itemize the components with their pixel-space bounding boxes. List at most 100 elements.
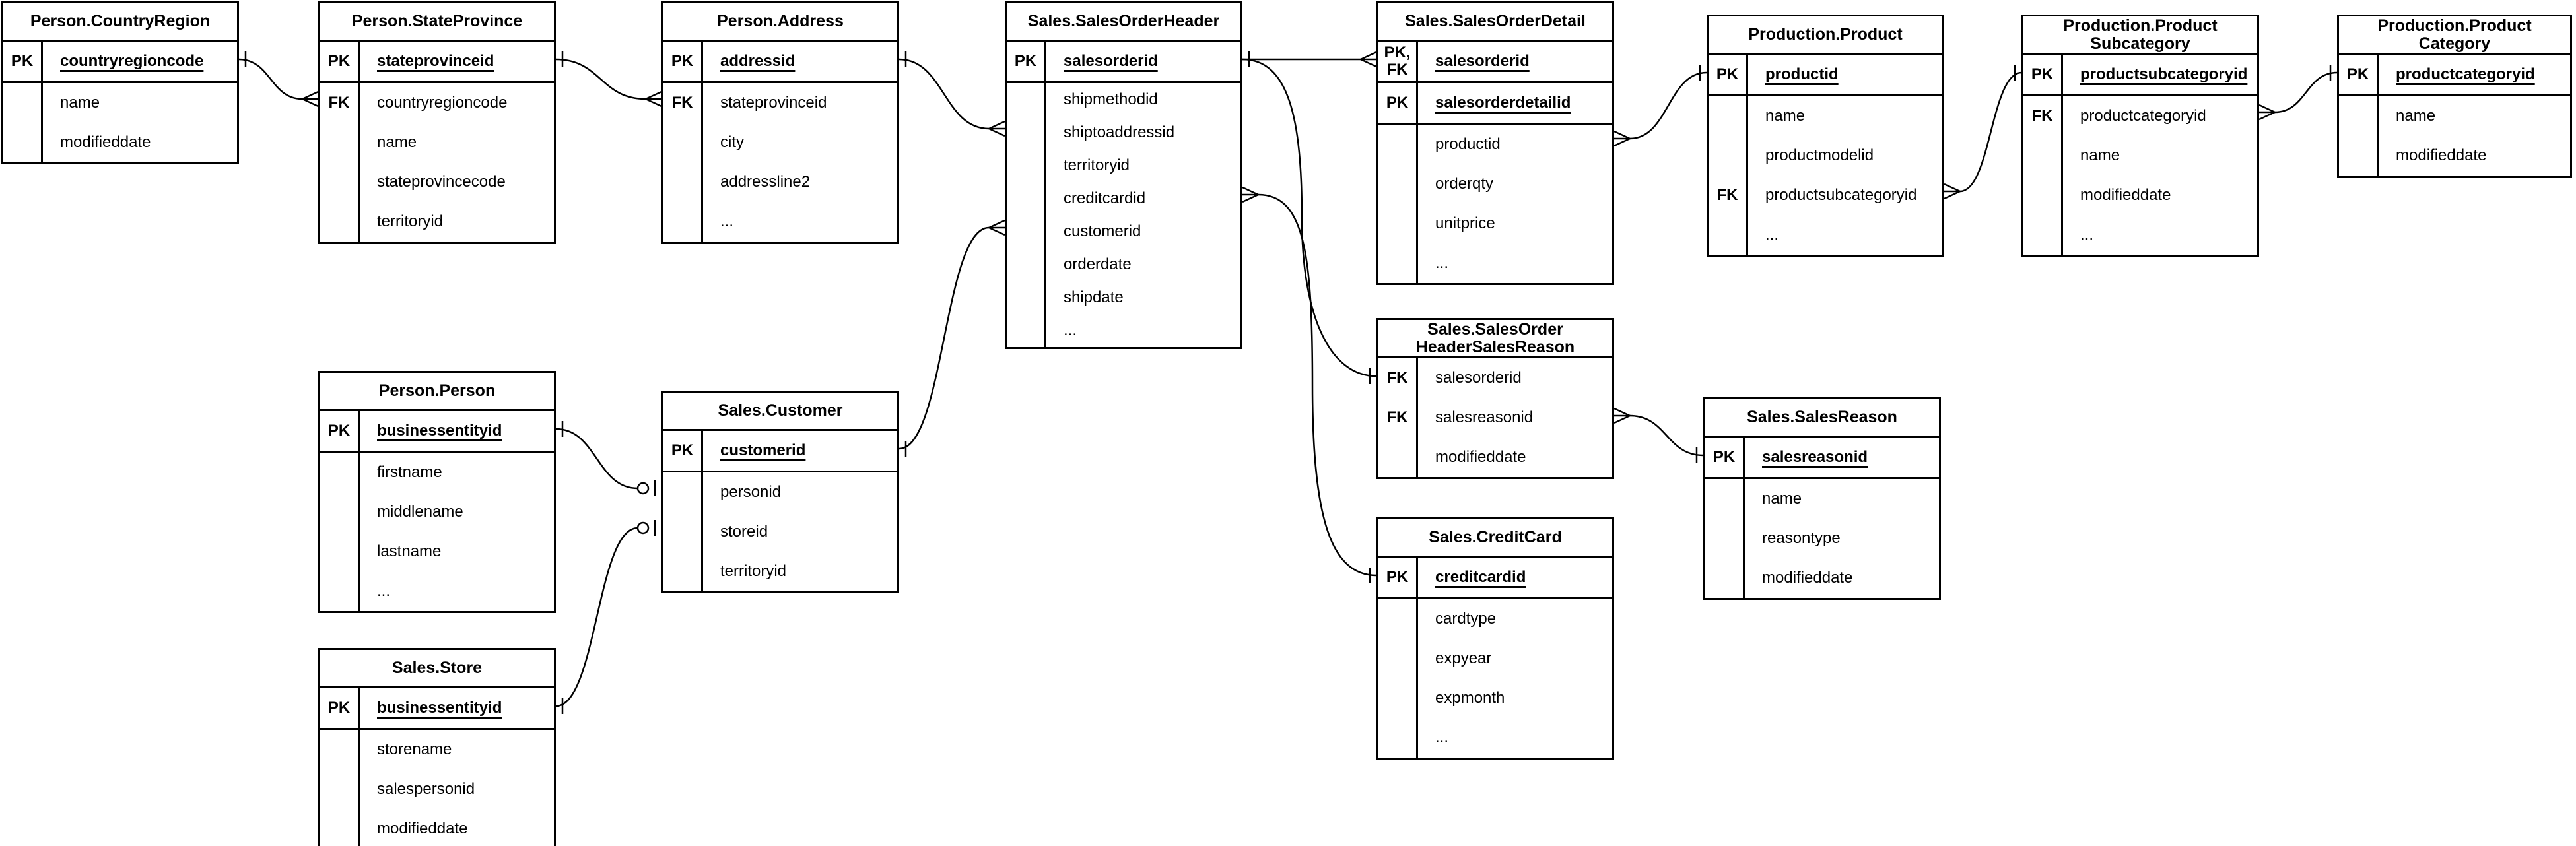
entity-title: Sales.Customer [663, 393, 897, 431]
field-label-productcategoryid: productcategoryid [2396, 65, 2535, 83]
field-label-shiptoaddressid: shiptoaddressid [1064, 123, 1175, 141]
field-label-modifieddate: modifieddate [377, 820, 468, 837]
key-label: FK [1386, 369, 1408, 387]
key-label [320, 730, 358, 769]
field-label-customerid: customerid [720, 441, 806, 459]
field-column: salesorderdetailid [1418, 83, 1612, 123]
field-label-modifieddate: modifieddate [1435, 448, 1526, 466]
key-column: FK [320, 83, 360, 242]
key-label: PK, FK [1384, 44, 1411, 79]
field-column: storename salespersonid modifieddate [360, 730, 554, 846]
entity-section: PK customerid [663, 431, 897, 472]
field-label-productid: productid [1765, 65, 1839, 83]
relationship-stateprovince-address [555, 51, 662, 108]
key-label [663, 472, 701, 512]
relationship-salesorderheader-creditcard [1242, 186, 1377, 583]
key-label [2023, 215, 2061, 255]
key-label [663, 162, 701, 202]
field-column: productsubcategoryid [2063, 55, 2257, 94]
field-label-expmonth: expmonth [1435, 689, 1505, 707]
key-column [1705, 479, 1745, 598]
key-label [1705, 558, 1743, 598]
entity-section: PK, FK salesorderid [1378, 42, 1612, 83]
key-label: FK [1716, 186, 1738, 204]
relationship-store-customer [555, 520, 656, 714]
field-label-shipdate: shipdate [1064, 288, 1124, 306]
key-label: PK [1386, 568, 1409, 586]
field-label-unitprice: unitprice [1435, 214, 1495, 232]
key-column [320, 730, 360, 846]
key-column [1378, 599, 1418, 758]
key-label [1709, 215, 1746, 255]
key-label [1709, 96, 1746, 136]
key-column: PK [1709, 55, 1748, 94]
entity-title: Production.Product [1709, 16, 1942, 55]
field-label-firstname: firstname [377, 463, 442, 481]
entity-section: PK addressid [663, 42, 897, 83]
entity-title: Production.Product Subcategory [2023, 16, 2257, 55]
key-label [2023, 136, 2061, 176]
field-label-salesreasonid: salesreasonid [1435, 408, 1534, 426]
key-label [3, 83, 41, 123]
relationship-salesorderdetail-product [1613, 65, 1707, 147]
field-column: salesorderid [1418, 42, 1612, 81]
key-label: FK [2031, 107, 2053, 125]
field-label-modifieddate: modifieddate [2396, 146, 2487, 164]
field-column: addressid [703, 42, 897, 81]
key-label [2339, 136, 2377, 176]
relationship-headersalesreason-salesreason [1613, 407, 1704, 463]
field-label-storename: storename [377, 740, 452, 758]
field-label-expyear: expyear [1435, 649, 1492, 667]
key-label [1705, 519, 1743, 558]
key-column: PK [663, 42, 703, 81]
key-column: PK [320, 411, 360, 451]
key-label: PK [671, 52, 694, 70]
field-label-creditcardid: creditcardid [1064, 189, 1146, 207]
field-label-shipmethodid: shipmethodid [1064, 90, 1158, 108]
key-label: PK [671, 441, 694, 459]
key-label [320, 492, 358, 532]
field-column: customerid [703, 431, 897, 471]
field-label-name: name [377, 133, 417, 151]
field-label-addressid: addressid [720, 52, 796, 70]
key-column: PK [3, 42, 43, 81]
key-label: PK [2346, 65, 2369, 83]
field-label-businessentityid: businessentityid [377, 422, 502, 439]
field-column: productcategoryid [2379, 55, 2570, 94]
field-label-customerid: customerid [1064, 222, 1141, 240]
field-label-middlename: middlename [377, 503, 463, 521]
relationship-salesorderheader-salesorderdetail [1242, 51, 1377, 68]
key-label [1378, 599, 1416, 639]
key-column: FK [663, 83, 703, 242]
key-column: PK, FK [1378, 42, 1418, 81]
field-label-salespersonid: salespersonid [377, 780, 475, 798]
key-label: PK [1716, 65, 1739, 83]
relationship-customer-salesorderheader [898, 219, 1005, 457]
key-column [1378, 125, 1418, 283]
key-label [1007, 116, 1044, 149]
relationship-countryregion-stateprovince [238, 51, 319, 108]
key-label [320, 571, 358, 611]
field-label-city: city [720, 133, 744, 151]
key-label [1007, 314, 1044, 347]
field-label-countryregioncode: countryregioncode [60, 52, 204, 70]
field-label-ellipsis: ... [377, 582, 391, 600]
field-label-modifieddate: modifieddate [2080, 186, 2171, 204]
entity-section: PK productid [1709, 55, 1942, 96]
